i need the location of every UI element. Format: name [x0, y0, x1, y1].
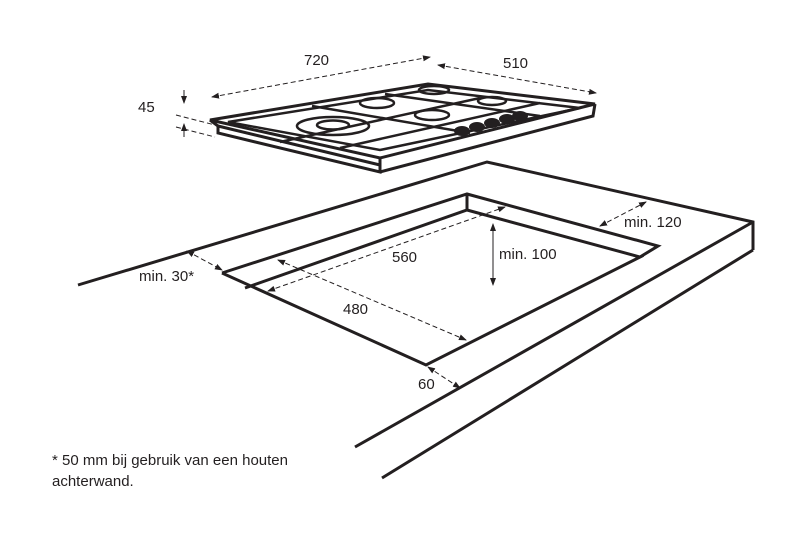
cutout-width-label: 560: [392, 249, 418, 266]
cutout: [221, 192, 662, 367]
footnote-line-1: * 50 mm bij gebruik van een houten: [52, 452, 288, 469]
min-below-label: min. 100: [499, 246, 557, 263]
hob-depth-label: 510: [503, 55, 529, 72]
hob-height-label: 45: [138, 99, 155, 116]
min-back-label: min. 30*: [139, 268, 195, 285]
hob-width-label: 720: [304, 52, 330, 69]
dimension-lines: [175, 55, 647, 389]
footnote: * 50 mm bij gebruik van een houten achte…: [52, 450, 372, 492]
front-distance-label: 60: [418, 376, 435, 393]
cutout-depth-label: 480: [343, 301, 369, 318]
knobs: [454, 111, 528, 136]
min-side-label: min. 120: [624, 214, 682, 231]
hob: [209, 82, 597, 174]
footnote-line-2: achterwand.: [52, 473, 134, 490]
